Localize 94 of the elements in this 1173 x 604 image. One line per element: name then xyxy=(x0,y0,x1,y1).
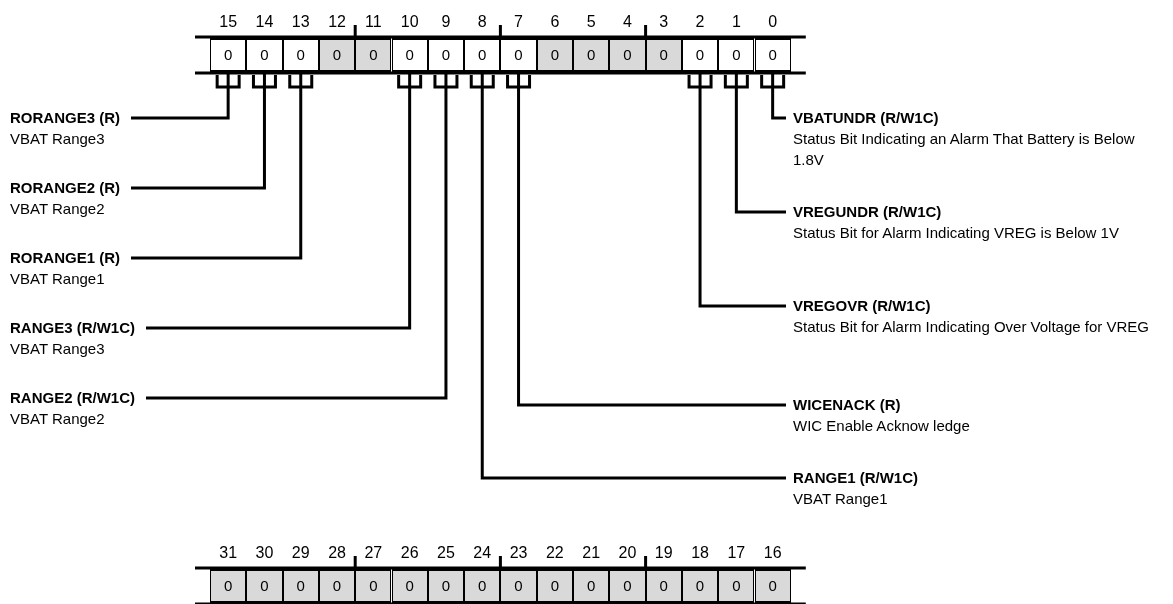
bit-number: 24 xyxy=(472,543,493,563)
field-name: VBATUNDR (R/W1C) xyxy=(793,108,940,128)
field-name: RORANGE1 (R) xyxy=(10,248,120,268)
field-name: VREGOVR (R/W1C) xyxy=(793,296,932,316)
field-description: VBAT Range3 xyxy=(10,129,106,149)
bit-number: 22 xyxy=(544,543,565,563)
bit-number: 25 xyxy=(436,543,456,563)
bit-value: 0 xyxy=(223,44,233,65)
bit-number: 31 xyxy=(218,543,239,563)
bit-number: 19 xyxy=(653,543,674,563)
field-description: WIC Enable Acknow ledge xyxy=(793,416,971,436)
bit-value: 0 xyxy=(405,575,414,596)
field-name: RORANGE3 (R) xyxy=(10,108,120,128)
leader-line xyxy=(146,74,448,400)
bit-number: 6 xyxy=(549,12,561,32)
bit-number: 18 xyxy=(690,543,710,563)
bit-number: 7 xyxy=(513,12,524,32)
field-description: Status Bit for Alarm Indicating Over Voltage for VREG xyxy=(793,317,1150,337)
bit-value: 0 xyxy=(514,44,523,65)
field-description: VBAT Range1 xyxy=(10,269,106,289)
field-description: Status Bit Indicating an Alarm That Battery is Below 1.8V xyxy=(793,129,1136,170)
bit-value: 0 xyxy=(405,44,414,65)
bit-value: 0 xyxy=(332,575,342,596)
bit-number: 16 xyxy=(762,543,783,563)
leader-line xyxy=(480,74,786,480)
bit-number: 4 xyxy=(622,12,633,32)
field-name: RANGE1 (R/W1C) xyxy=(793,468,919,488)
bit-number: 20 xyxy=(617,543,638,563)
bit-value: 0 xyxy=(695,575,705,596)
bit-value: 0 xyxy=(296,575,305,596)
bit-value: 0 xyxy=(768,575,777,596)
bit-number: 28 xyxy=(327,543,347,563)
field-name: WICENACK (R) xyxy=(793,395,902,415)
bit-value: 0 xyxy=(623,44,632,65)
field-name: RANGE3 (R/W1C) xyxy=(10,318,135,338)
bit-number: 17 xyxy=(726,543,747,563)
bit-number: 0 xyxy=(767,12,779,32)
bit-value: 0 xyxy=(514,575,523,596)
field-name: RORANGE2 (R) xyxy=(10,178,120,198)
bit-value: 0 xyxy=(441,44,451,65)
leader-line xyxy=(734,74,786,214)
bit-value: 0 xyxy=(369,575,378,596)
bit-number: 26 xyxy=(399,543,420,563)
bit-value: 0 xyxy=(659,44,668,65)
bit-number: 13 xyxy=(290,12,311,32)
bit-number: 14 xyxy=(254,12,275,32)
bit-value: 0 xyxy=(732,575,741,596)
field-name: RANGE2 (R/W1C) xyxy=(10,388,135,408)
bit-number: 29 xyxy=(290,543,311,563)
bit-number: 9 xyxy=(440,12,452,32)
field-description: Status Bit for Alarm Indicating VREG is Below 1V xyxy=(793,223,1120,243)
bit-value: 0 xyxy=(260,44,269,65)
bit-value: 0 xyxy=(623,575,632,596)
leader-line xyxy=(131,74,303,260)
bit-number: 27 xyxy=(363,543,384,563)
leader-line xyxy=(771,74,786,120)
bit-value: 0 xyxy=(260,575,269,596)
bit-number: 30 xyxy=(254,543,275,563)
field-description: VBAT Range3 xyxy=(10,339,106,359)
bit-number: 1 xyxy=(730,12,742,32)
bit-value: 0 xyxy=(586,44,596,65)
bit-value: 0 xyxy=(732,44,741,65)
bit-value: 0 xyxy=(369,44,378,65)
field-name: VREGUNDR (R/W1C) xyxy=(793,202,943,222)
bit-value: 0 xyxy=(223,575,233,596)
bit-number: 12 xyxy=(327,12,347,32)
bit-number: 11 xyxy=(364,12,383,32)
bit-value: 0 xyxy=(478,44,487,65)
bit-value: 0 xyxy=(586,575,596,596)
bit-value: 0 xyxy=(659,575,668,596)
leader-line xyxy=(698,74,786,308)
bit-number: 8 xyxy=(476,12,488,32)
bit-value: 0 xyxy=(441,575,451,596)
leader-line xyxy=(131,74,230,120)
bit-value: 0 xyxy=(550,44,559,65)
bit-value: 0 xyxy=(768,44,777,65)
bit-value: 0 xyxy=(550,575,559,596)
bit-number: 10 xyxy=(399,12,420,32)
leader-line xyxy=(146,74,412,330)
leader-line xyxy=(131,74,266,190)
bit-value: 0 xyxy=(296,44,305,65)
bit-number: 21 xyxy=(581,543,602,563)
field-description: VBAT Range2 xyxy=(10,199,106,219)
field-description: VBAT Range1 xyxy=(793,489,889,509)
bit-number: 23 xyxy=(508,543,529,563)
bit-value: 0 xyxy=(695,44,705,65)
bit-value: 0 xyxy=(478,575,487,596)
bit-value: 0 xyxy=(332,44,342,65)
bit-number: 5 xyxy=(585,12,597,32)
bit-number: 3 xyxy=(658,12,670,32)
bit-number: 15 xyxy=(218,12,239,32)
bit-number: 2 xyxy=(694,12,706,32)
leader-line xyxy=(517,74,786,407)
field-description: VBAT Range2 xyxy=(10,409,106,429)
